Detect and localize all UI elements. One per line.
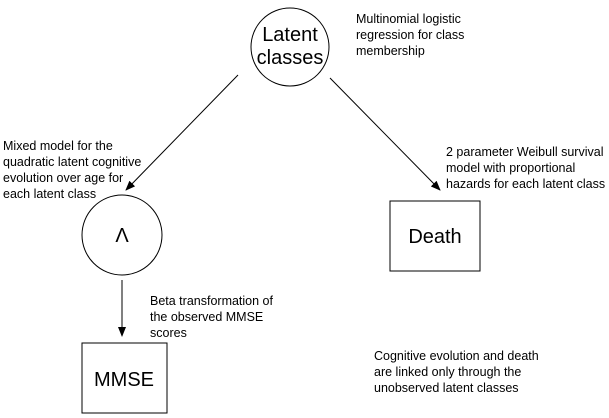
note-mixed-line1: Mixed model for the [3,139,113,153]
note-beta-line2: the observed MMSE [150,310,263,324]
note-mixed-line4: each latent class [3,187,96,201]
node-mmse: MMSE [81,342,168,414]
note-multinomial: Multinomial logistic regression for clas… [356,12,464,58]
note-weibull-line1: 2 parameter Weibull survival [446,145,603,159]
latent-classes-circle [250,7,330,87]
death-box [389,200,481,272]
note-linked: Cognitive evolution and death are linked… [374,349,539,395]
note-mixed-line2: quadratic latent cognitive [3,155,141,169]
note-beta-line1: Beta transformation of [150,294,274,308]
latent-classes-label-line2: classes [257,47,324,69]
note-multinomial-line3: membership [356,44,425,58]
note-multinomial-line2: regression for class [356,28,464,42]
note-beta: Beta transformation of the observed MMSE… [150,294,274,340]
mmse-box [81,342,168,414]
note-mixed-model: Mixed model for the quadratic latent cog… [3,139,141,201]
node-death: Death [389,200,481,272]
note-weibull-line3: hazards for each latent class [446,177,605,191]
note-linked-line2: are linked only through the [374,365,521,379]
arrow-latent-to-lambda [125,74,239,191]
death-label: Death [408,226,461,248]
mmse-label: MMSE [94,369,154,391]
lambda-circle [81,194,163,276]
note-linked-line1: Cognitive evolution and death [374,349,539,363]
note-beta-line3: scores [150,326,187,340]
arrow-latent-to-death [329,77,441,191]
note-multinomial-line1: Multinomial logistic [356,12,461,26]
note-linked-line3: unobserved latent classes [374,381,519,395]
node-lambda: Λ [81,194,163,276]
lambda-label: Λ [115,225,129,247]
note-mixed-line3: evolution over age for [3,171,123,185]
note-weibull: 2 parameter Weibull survival model with … [446,145,605,191]
latent-classes-label-line1: Latent [262,24,318,46]
note-weibull-line2: model with proportional [446,161,575,175]
node-latent-classes: Latent classes [250,7,330,87]
